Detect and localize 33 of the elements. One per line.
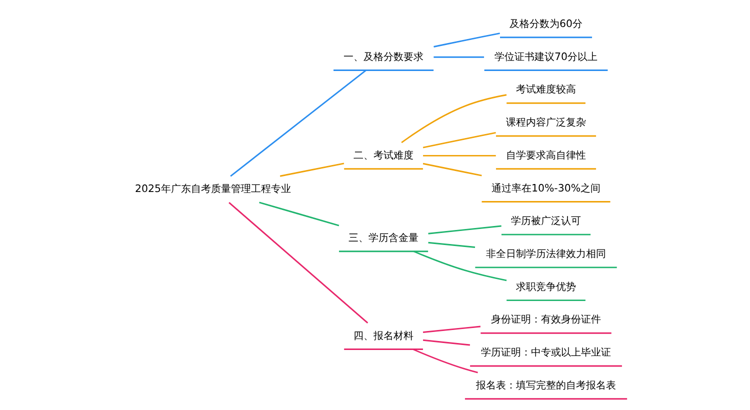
node-text: 一、及格分数要求: [343, 52, 424, 63]
node-text: 三、学历含金量: [348, 232, 418, 244]
node-text: 非全日制学历法律效力相同: [486, 248, 606, 260]
node-text: 课程内容广泛复杂: [506, 118, 586, 129]
node-text: 求职竞争优势: [516, 282, 576, 293]
connector: [258, 202, 339, 226]
connector: [412, 250, 506, 282]
node-text: 及格分数为60分: [509, 18, 582, 30]
node-text: 考试难度较高: [516, 84, 576, 96]
connector: [422, 162, 482, 176]
node-text: 学历证明：中专或以上毕业证: [480, 348, 611, 359]
connector: [422, 132, 496, 148]
node-text: 四、报名材料: [353, 330, 414, 342]
node-text: 二、考试难度: [353, 150, 414, 162]
connector: [400, 94, 506, 144]
connector: [279, 162, 344, 177]
node-text: 报名表：填写完整的自考报名表: [476, 380, 616, 392]
connector: [433, 32, 500, 48]
connector: [422, 154, 496, 156]
connector: [422, 326, 480, 333]
connector: [428, 225, 501, 234]
node-text: 2025年广东自考质量管理工程专业: [134, 184, 291, 195]
node-text: 身份证明：有效身份证件: [490, 314, 601, 326]
connector: [230, 70, 366, 177]
connector: [412, 348, 478, 374]
node-text: 自学要求高自律性: [506, 150, 586, 162]
connector: [228, 202, 368, 324]
connector: [433, 56, 484, 58]
node-text: 学历被广泛认可: [510, 216, 581, 228]
node-text: 学位证书建议70分以上: [494, 52, 598, 63]
node-text: 通过率在10%-30%之间: [490, 183, 600, 194]
connector: [428, 242, 475, 248]
connector: [422, 339, 470, 346]
